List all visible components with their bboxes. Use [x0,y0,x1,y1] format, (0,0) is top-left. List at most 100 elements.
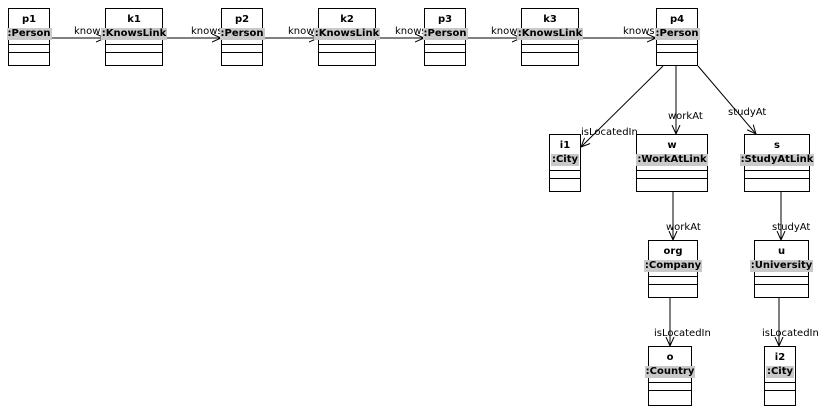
edge-p4-s [697,65,756,134]
node-k3[interactable]: k3 :KnowsLink [516,8,584,66]
node-header: k2 :KnowsLink [313,9,381,45]
edge-label: knows [191,26,223,37]
node-compartment [649,391,691,399]
node-name: p1 [21,13,37,25]
node-p2[interactable]: p2:Person [219,8,265,66]
node-compartment [649,285,697,293]
edge-label: knows [395,26,427,37]
node-type: :Person [6,27,52,40]
node-k2[interactable]: k2 :KnowsLink [313,8,381,66]
node-p3[interactable]: p3 :Person [422,8,468,66]
node-header: p3 :Person [422,9,468,45]
node-header: k3 :KnowsLink [516,9,584,45]
node-type: :Company [643,259,703,272]
node-type: :Person [422,27,468,40]
node-header: p4 :Person [654,9,700,45]
node-type: :KnowsLink [100,27,168,40]
edge-p4-i1 [581,65,664,147]
node-compartment [222,53,262,61]
node-type: :University [749,259,814,272]
node-org[interactable]: org :Company [643,240,703,298]
node-compartment [657,45,697,53]
node-name: o [666,351,674,363]
edge-label: knows [288,26,320,37]
node-compartment [9,53,49,61]
node-name: p2 [234,13,250,25]
node-k1[interactable]: k1 :KnowsLink [100,8,168,66]
node-compartment [319,45,375,53]
node-header: i1 :City [550,135,580,171]
node-type: :City [550,153,580,166]
edge-label: workAt [668,111,703,122]
node-compartment [745,179,809,187]
edge-label: studyAt [728,107,766,118]
node-compartment [649,383,691,391]
node-p4[interactable]: p4 :Person [654,8,700,66]
node-name: p4 [669,13,685,25]
node-u[interactable]: u :University [749,240,814,298]
node-name: s [774,139,780,151]
node-name: w [667,139,677,151]
node-type: :KnowsLink [516,27,584,40]
node-name: u [777,245,786,257]
edge-label: knows [74,26,106,37]
node-compartment [319,53,375,61]
node-p1[interactable]: p1 :Person [6,8,52,66]
node-i2[interactable]: i2 :City [764,346,796,406]
node-name: p3 [437,13,453,25]
node-header: i2 :City [765,347,795,383]
node-compartment [106,45,162,53]
node-i1[interactable]: i1 :City [549,134,581,192]
node-compartment [745,171,809,179]
node-type: :Country [644,365,696,378]
node-name: i2 [774,351,786,363]
node-name: org [663,245,683,257]
node-name: k2 [340,13,354,25]
edge-label: knows [623,26,655,37]
node-compartment [755,277,808,285]
node-header: w :WorkAtLink [636,135,708,171]
node-s[interactable]: s :StudyAtLink [739,134,815,192]
edge-label: isLocatedIn [581,127,638,138]
node-header: s :StudyAtLink [739,135,815,171]
node-compartment [765,383,795,391]
node-compartment [550,171,580,179]
node-compartment [550,179,580,187]
node-type: :StudyAtLink [739,153,815,166]
node-header: p2:Person [219,9,265,45]
node-compartment [657,53,697,61]
node-compartment [637,179,707,187]
node-compartment [425,45,465,53]
node-compartment [649,277,697,285]
node-compartment [765,391,795,399]
edge-label: studyAt [772,222,810,233]
node-compartment [522,53,578,61]
node-name: k1 [127,13,141,25]
node-compartment [522,45,578,53]
node-header: k1 :KnowsLink [100,9,168,45]
node-header: o :Country [644,347,696,383]
node-header: p1 :Person [6,9,52,45]
edge-label: knows [491,26,523,37]
node-compartment [106,53,162,61]
node-compartment [425,53,465,61]
node-o[interactable]: o :Country [644,346,696,406]
node-name: i1 [559,139,571,151]
edge-label: workAt [666,222,701,233]
node-compartment [755,285,808,293]
node-header: org :Company [643,241,703,277]
node-compartment [637,171,707,179]
edge-label: isLocatedIn [654,328,711,339]
node-name: k3 [543,13,557,25]
node-type: :KnowsLink [313,27,381,40]
edge-label: isLocatedIn [762,328,819,339]
node-w[interactable]: w :WorkAtLink [636,134,708,192]
node-compartment [222,45,262,53]
node-type: :City [765,365,795,378]
node-type: :WorkAtLink [636,153,708,166]
node-type: :Person [654,27,700,40]
node-compartment [9,45,49,53]
node-header: u :University [749,241,814,277]
